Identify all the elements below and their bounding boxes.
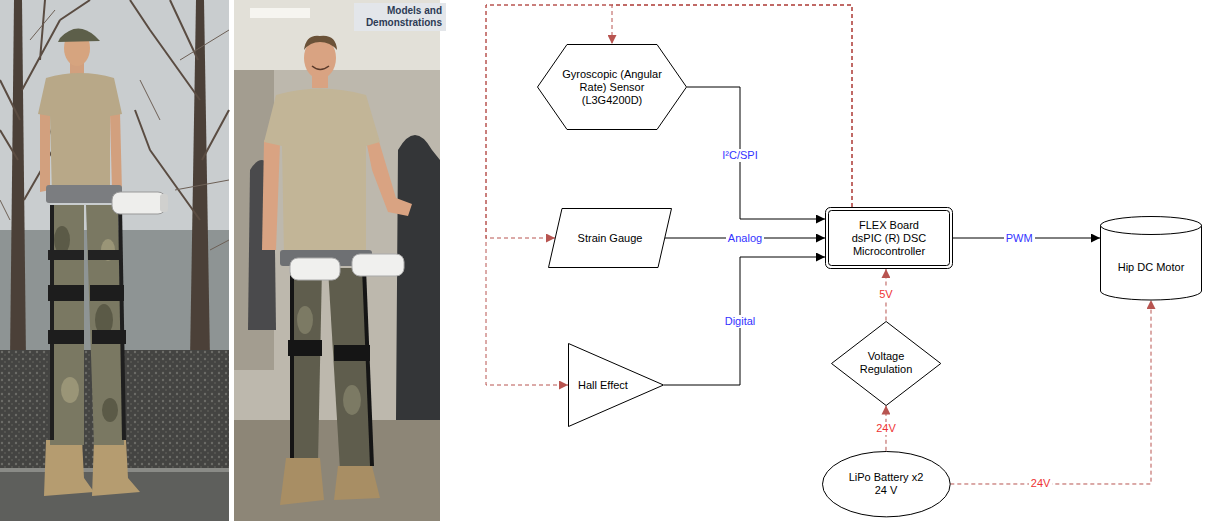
boot	[44, 440, 94, 496]
power-connector	[486, 5, 852, 385]
boot	[92, 440, 140, 496]
camo-patch	[61, 377, 79, 403]
trouser-leg	[290, 268, 322, 462]
cylinder-body	[1101, 225, 1202, 300]
shape-outline	[538, 45, 687, 130]
thigh-strap	[88, 250, 122, 260]
voltage-label: 5V	[877, 288, 894, 301]
voltage-label: 24V	[874, 422, 898, 435]
node-label: Hall Effect	[578, 379, 628, 392]
trouser-leg	[328, 268, 372, 470]
node-label: Gyroscopic (Angular Rate) Sensor (L3G420…	[556, 68, 668, 107]
shape-outline	[831, 321, 940, 405]
signal-label: I²C/SPI	[720, 149, 759, 162]
camo-patch	[102, 398, 118, 422]
sensor-triangle: Hall Effect	[568, 343, 664, 427]
inner-border	[829, 211, 950, 266]
photo-wall	[234, 0, 440, 521]
outer-border	[826, 208, 953, 269]
ceiling-light	[250, 8, 310, 18]
trouser-leg	[86, 205, 124, 445]
knee-brace	[288, 340, 322, 356]
signal-label: Digital	[723, 315, 758, 328]
shin-strap	[92, 330, 126, 344]
background-person	[396, 135, 440, 420]
photo-floor	[234, 420, 440, 521]
regulator-diamond: Voltage Regulation	[831, 321, 941, 406]
node-label: Strain Gauge	[578, 232, 643, 245]
arm	[110, 112, 122, 192]
node-label: Voltage Regulation	[856, 350, 916, 376]
shape-outline	[549, 209, 672, 268]
signal-label: Analog	[726, 232, 764, 245]
indoor-photo	[234, 0, 440, 521]
voltage-label: 24V	[1029, 477, 1053, 490]
node-outline	[1100, 216, 1202, 300]
tree-branches	[0, 0, 229, 220]
outdoor-photo	[0, 0, 229, 521]
exoskeleton-strut	[364, 268, 372, 466]
input-parallelogram: Strain Gauge	[548, 208, 672, 268]
arm	[366, 138, 412, 216]
arm	[262, 140, 280, 250]
node-label: LiPo Battery x2 24 V	[843, 471, 929, 497]
exoskeleton-strut	[50, 205, 54, 440]
smile	[312, 66, 329, 70]
signal-label: PWM	[1004, 232, 1035, 245]
signal-connector	[687, 87, 825, 219]
motor-cylinder: Hip DC Motor	[1100, 216, 1202, 300]
exoskeleton-strut	[290, 268, 294, 458]
camo-patch	[297, 306, 313, 334]
camo-patch	[54, 226, 70, 254]
camo-patch	[343, 385, 361, 415]
exoskeleton-strut	[120, 205, 124, 440]
thigh-strap	[48, 250, 84, 260]
knee-brace	[334, 345, 370, 361]
hip-motor-housing	[352, 254, 404, 276]
motor-end-cap	[160, 194, 168, 212]
hip-belt	[46, 185, 122, 203]
t-shirt	[38, 73, 122, 195]
hip-motor-housing	[112, 192, 166, 214]
t-shirt	[264, 89, 380, 256]
hair	[304, 36, 337, 50]
knee-brace	[90, 285, 124, 301]
photo-sky	[0, 0, 229, 521]
shin-strap	[48, 330, 84, 344]
trouser-leg	[50, 205, 84, 445]
hip-motor-housing	[290, 258, 340, 280]
node-label: FLEX Board dsPIC (R) DSC Microcontroller	[847, 219, 931, 258]
node-label: Hip DC Motor	[1118, 261, 1185, 274]
boot	[280, 458, 324, 505]
shape-outline	[569, 344, 664, 427]
shape-outline	[822, 451, 950, 516]
sensor-hexagon: Gyroscopic (Angular Rate) Sensor (L3G420…	[537, 44, 687, 130]
tree-trunk	[190, 0, 210, 360]
battery-ellipse: LiPo Battery x2 24 V	[822, 451, 951, 517]
wall-sign-text: Models and Demonstrations	[354, 3, 446, 31]
power-connector	[486, 5, 852, 238]
tree-trunk	[10, 0, 26, 360]
cap	[58, 28, 100, 42]
boot	[334, 466, 380, 500]
cylinder-top	[1101, 217, 1202, 235]
power-connector	[950, 300, 1151, 484]
knee-brace	[48, 285, 84, 301]
microcontroller-box: FLEX Board dsPIC (R) DSC Microcontroller	[825, 207, 953, 269]
arm	[40, 112, 50, 192]
signal-connector	[664, 257, 825, 385]
